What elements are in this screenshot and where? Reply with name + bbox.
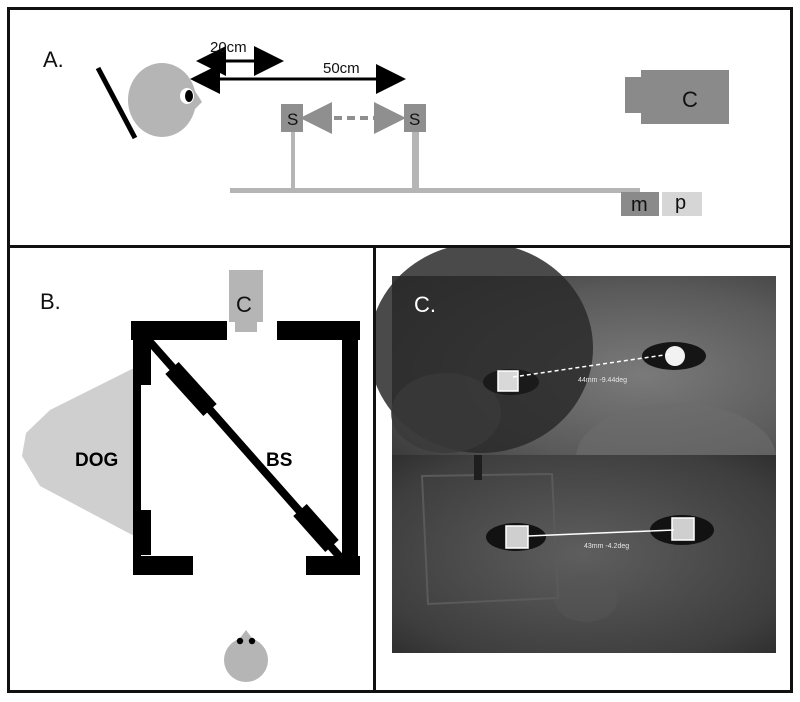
- wall-right: [342, 321, 358, 575]
- bottom-measurement-text: 43mm -4.2deg: [584, 543, 629, 550]
- wall-left: [133, 321, 141, 573]
- distance-far-label: 50cm: [323, 60, 360, 77]
- wall-left-thick-top: [135, 340, 151, 385]
- camera-label: C: [236, 292, 252, 317]
- beam-splitter-mount-bottom: [293, 504, 339, 552]
- wall-bottom-left: [133, 556, 193, 575]
- beam-splitter-mount-top: [165, 361, 217, 417]
- panel-c: 44mm -9.44deg 43mm -4.2deg C.: [373, 245, 793, 693]
- wall-top-right: [277, 321, 360, 340]
- panel-c-label: C.: [414, 292, 436, 317]
- stimulus-near: [281, 104, 303, 132]
- distance-near-label: 20cm: [210, 39, 247, 56]
- screen-line: [95, 66, 138, 140]
- panel-b: B. C DOG BS: [7, 245, 376, 693]
- dog-display-area: [22, 366, 138, 538]
- head-side-view-icon: [128, 63, 202, 137]
- panel-b-diagram: B. C DOG BS: [22, 270, 360, 682]
- box-m-label: m: [631, 194, 648, 216]
- panel-a-diagram: A. 20cm 50cm S S C: [43, 39, 729, 216]
- head-top-view-icon: [224, 630, 268, 682]
- box-p: [662, 192, 702, 216]
- stimulus-far-label: S: [409, 110, 420, 129]
- stimulus-near-label: S: [287, 110, 298, 129]
- box-m: [621, 192, 659, 216]
- camera-label: C: [682, 87, 698, 112]
- camera-icon: [625, 70, 729, 124]
- wall-bottom-right: [306, 556, 360, 575]
- panel-a: A. 20cm 50cm S S C: [7, 7, 793, 248]
- bs-label: BS: [266, 450, 292, 471]
- stimulus-post-near: [291, 132, 295, 190]
- panel-c-diagram: 44mm -9.44deg 43mm -4.2deg C.: [376, 248, 776, 653]
- box-p-label: p: [675, 192, 686, 214]
- eye-tracking-photo-bottom: [392, 455, 776, 653]
- wall-left-thick-bottom: [135, 510, 151, 555]
- wall-top-left: [131, 321, 227, 340]
- panel-b-label: B.: [40, 289, 61, 314]
- camera-icon: [229, 270, 263, 332]
- stimulus-post-far: [412, 132, 419, 190]
- top-measurement-text: 44mm -9.44deg: [578, 377, 627, 384]
- dog-label: DOG: [75, 450, 118, 471]
- panel-a-label: A.: [43, 47, 64, 72]
- rail: [230, 188, 640, 193]
- stimulus-far: [404, 104, 426, 132]
